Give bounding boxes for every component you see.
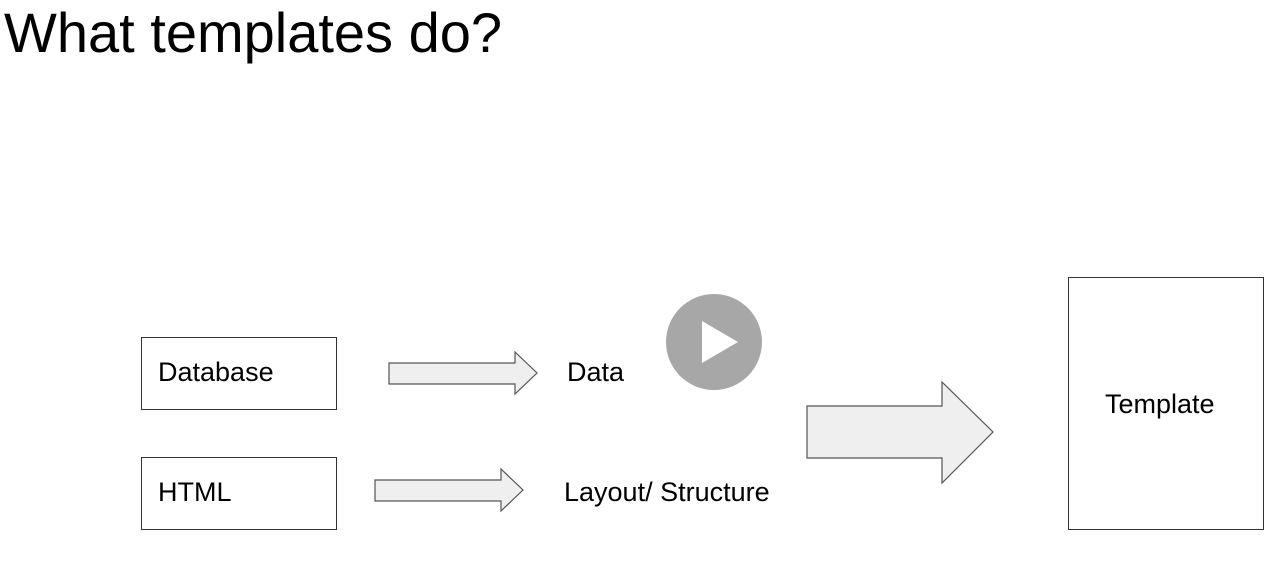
database-box-label: Database	[158, 357, 274, 387]
layout-structure-label: Layout/ Structure	[564, 477, 770, 507]
play-icon	[702, 321, 738, 363]
html-to-layout-arrow	[374, 467, 524, 513]
template-box: Template	[1068, 277, 1264, 530]
play-button[interactable]	[666, 294, 762, 390]
html-box-label: HTML	[158, 477, 232, 507]
template-box-label: Template	[1105, 389, 1215, 419]
to-template-arrow	[806, 380, 994, 485]
html-box: HTML	[141, 457, 337, 530]
slide-title: What templates do?	[4, 1, 503, 64]
database-box: Database	[141, 337, 337, 410]
data-label: Data	[567, 357, 625, 387]
database-to-data-arrow	[388, 350, 538, 396]
